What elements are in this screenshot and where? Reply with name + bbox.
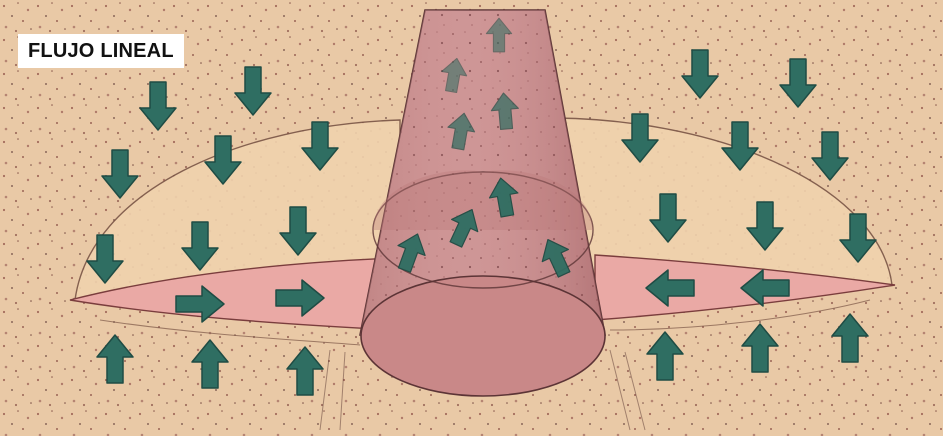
- diagram-title: FLUJO LINEAL: [18, 34, 184, 68]
- wellbore-base: [361, 276, 605, 396]
